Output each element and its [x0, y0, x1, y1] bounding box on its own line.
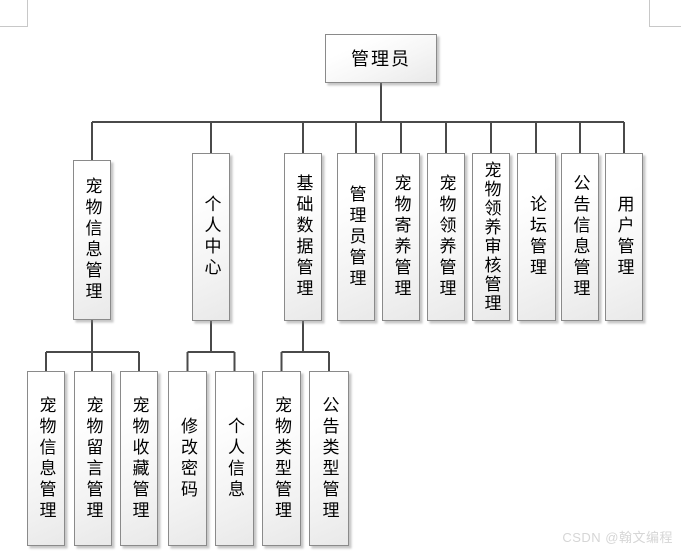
- node-pet-foster-mgmt: 宠物寄养管理: [382, 153, 420, 321]
- page-margin-mark-top-left: [0, 0, 28, 27]
- node-pet-info-mgmt-sub: 宠物信息管理: [27, 371, 65, 546]
- node-change-password: 修改密码: [168, 371, 207, 546]
- node-personal-center: 个人中心: [192, 153, 230, 321]
- node-pet-type-mgmt: 宠物类型管理: [262, 371, 301, 546]
- node-base-data-mgmt: 基础数据管理: [284, 153, 322, 321]
- node-pet-message-mgmt: 宠物留言管理: [74, 371, 112, 546]
- node-user-mgmt: 用户管理: [605, 153, 643, 321]
- node-admin-root: 管理员: [325, 34, 437, 83]
- csdn-watermark: CSDN @翰文编程: [562, 530, 673, 545]
- node-pet-adoption-review-mgmt: 宠物领养审核管理: [472, 153, 510, 321]
- node-pet-favorite-mgmt: 宠物收藏管理: [120, 371, 158, 546]
- node-pet-info-mgmt: 宠物信息管理: [73, 160, 111, 320]
- node-personal-info: 个人信息: [215, 371, 254, 546]
- node-forum-mgmt: 论坛管理: [517, 153, 556, 321]
- node-announcement-type-mgmt: 公告类型管理: [309, 371, 349, 546]
- node-pet-adoption-mgmt: 宠物领养管理: [427, 153, 465, 321]
- node-admin-mgmt: 管理员管理: [337, 153, 375, 321]
- node-announcement-info-mgmt: 公告信息管理: [561, 153, 599, 321]
- page-margin-mark-top-right: [649, 0, 681, 27]
